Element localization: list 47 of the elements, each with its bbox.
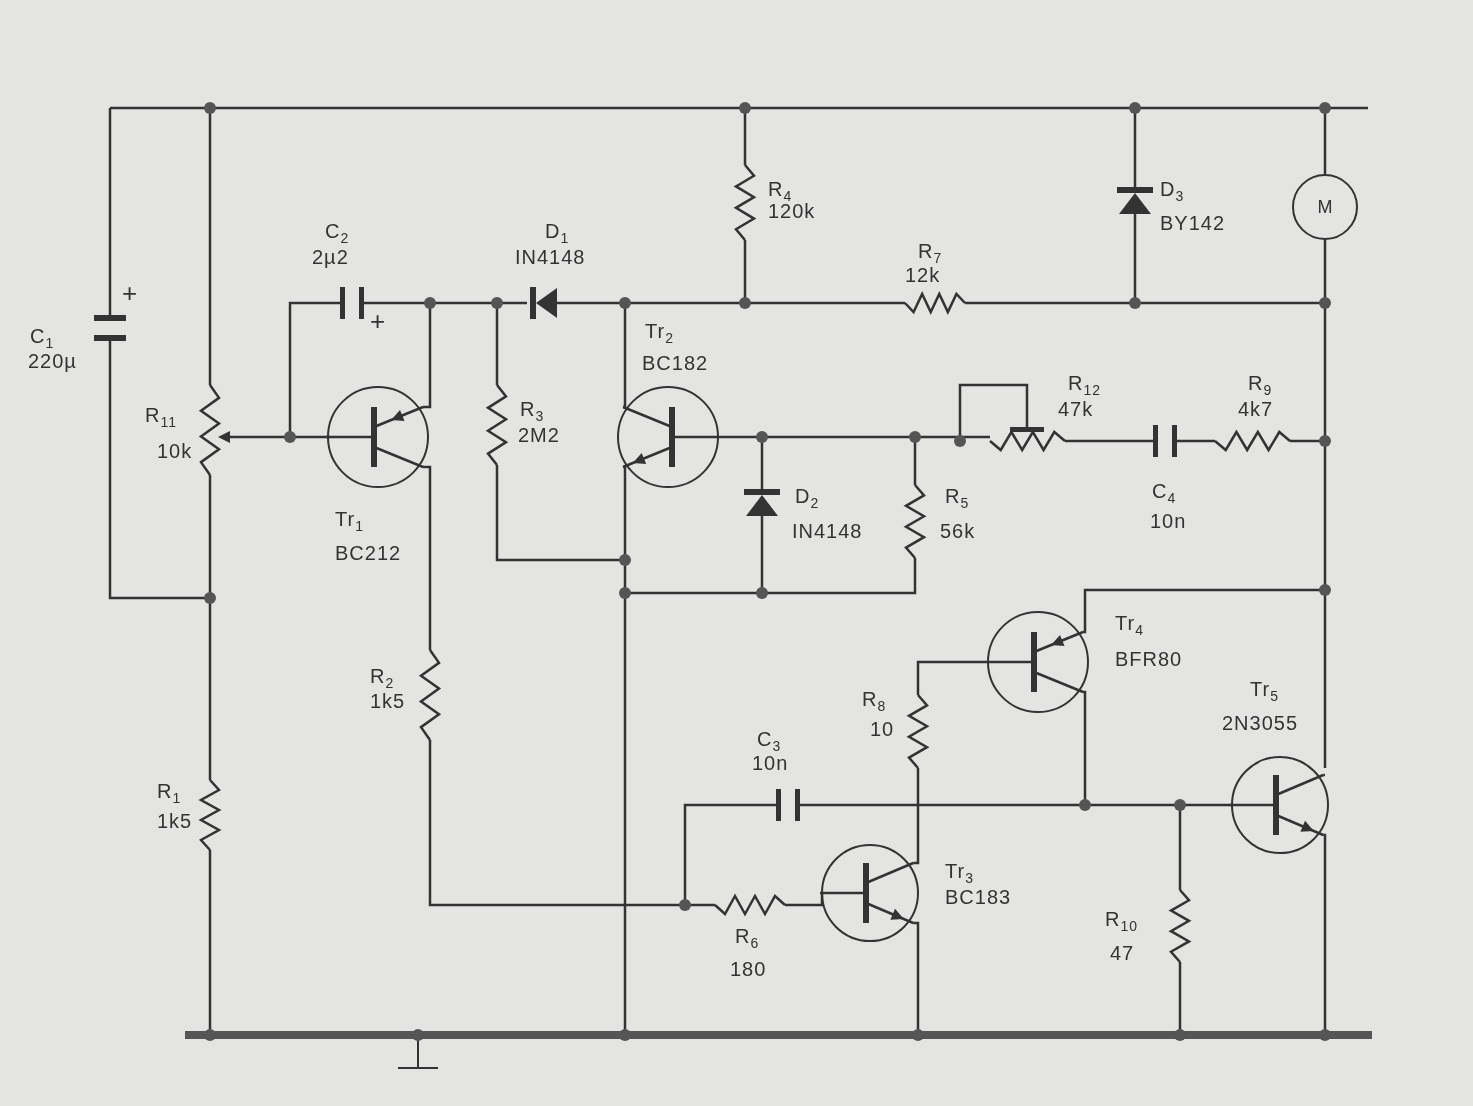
component-label: D$_{3}$: [1160, 178, 1185, 206]
component-label: D$_{2}$: [795, 485, 820, 513]
component-value: 180: [730, 958, 767, 980]
component-label: R$_{11}$: [145, 404, 177, 432]
component-value: BC183: [945, 886, 1012, 908]
component-label: Tr$_{5}$: [1250, 678, 1279, 706]
polarity-mark: +: [122, 282, 139, 304]
component-label: Tr$_{3}$: [945, 860, 974, 888]
component-label: Tr$_{1}$: [335, 508, 364, 536]
component-label: C$_{2}$: [325, 220, 350, 248]
component-value: 10n: [1150, 510, 1187, 532]
component-label: R$_{6}$: [735, 925, 760, 953]
polarity-mark: +: [370, 310, 387, 332]
component-value: 12k: [905, 264, 941, 286]
component-label: C$_{1}$: [30, 325, 55, 353]
component-label: D$_{1}$: [545, 220, 570, 248]
component-value: 220µ: [28, 350, 77, 372]
component-value: 1k5: [370, 690, 406, 712]
component-value: IN4148: [515, 246, 586, 268]
component-value: 47: [1110, 942, 1135, 964]
component-label: Tr$_{2}$: [645, 320, 674, 348]
component-value: BY142: [1160, 212, 1226, 234]
component-label: R$_{5}$: [945, 485, 970, 513]
component-label: C$_{4}$: [1152, 480, 1177, 508]
component-value: 2M2: [518, 424, 560, 446]
component-value: BC182: [642, 352, 709, 374]
component-value: 4k7: [1238, 398, 1274, 420]
component-value: 2µ2: [312, 246, 349, 268]
component-label: R$_{9}$: [1248, 372, 1273, 400]
component-value: 10: [870, 718, 895, 740]
component-value: 1k5: [157, 810, 193, 832]
component-label: R$_{2}$: [370, 665, 395, 693]
component-label: R$_{7}$: [918, 240, 943, 267]
component-label: Tr$_{4}$: [1115, 612, 1144, 640]
component-label: R$_{10}$: [1105, 908, 1139, 936]
component-label: R$_{8}$: [862, 688, 887, 716]
component-label: R$_{3}$: [520, 398, 545, 426]
component-value: 10k: [157, 440, 193, 462]
component-value: IN4148: [792, 520, 863, 542]
component-value: BC212: [335, 542, 402, 564]
component-value: BFR80: [1115, 648, 1183, 670]
component-label: R$_{12}$: [1068, 372, 1102, 400]
component-value: 47k: [1058, 398, 1094, 420]
component-label: R$_{1}$: [157, 780, 182, 808]
component-value: 2N3055: [1222, 712, 1299, 734]
motor-symbol: M: [1292, 174, 1358, 240]
component-value: 56k: [940, 520, 976, 542]
